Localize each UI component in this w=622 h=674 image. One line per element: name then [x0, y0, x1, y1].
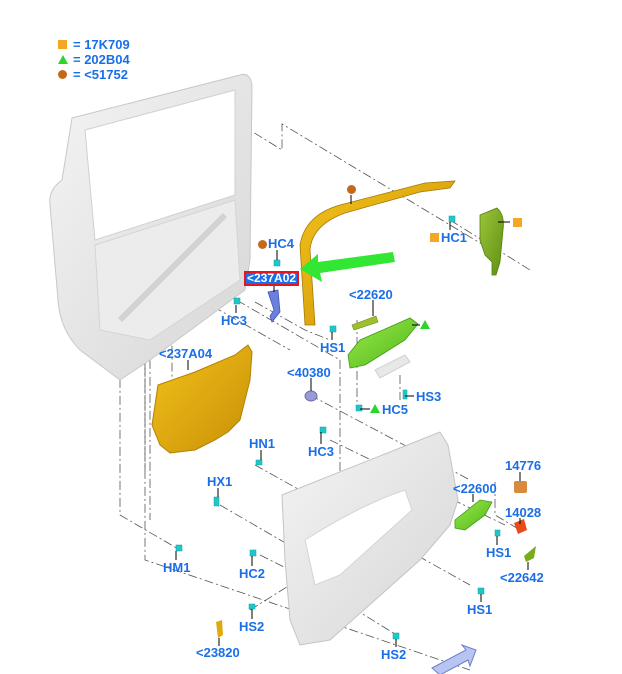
window-switch-module[interactable] [374, 354, 411, 379]
callout-hs2-left[interactable]: HS2 [239, 619, 265, 634]
fastener-hs2-bottom[interactable] [392, 632, 400, 640]
fastener-hc3-top[interactable] [233, 297, 241, 305]
leader-line [309, 394, 471, 481]
fastener-hs2-left[interactable] [248, 603, 256, 610]
triangle-marker-icon [58, 54, 68, 64]
fastener-hs1-mid[interactable] [494, 529, 501, 537]
legend-label: = 202B04 [73, 51, 130, 67]
callout-hs2-bottom[interactable]: HS2 [381, 647, 407, 662]
callout-237a04[interactable]: <237A04 [159, 346, 213, 361]
callout-hm1[interactable]: HM1 [163, 560, 191, 575]
callout-hc3-top[interactable]: HC3 [221, 313, 248, 328]
fastener-hc1[interactable] [448, 215, 456, 223]
callout-hs3[interactable]: HS3 [416, 389, 442, 404]
window-switch-bezel[interactable] [347, 317, 419, 369]
leader-line [239, 123, 501, 256]
callout-237a02-highlighted[interactable]: <237A02 [244, 271, 300, 286]
clip-14776[interactable] [514, 481, 527, 493]
callout-hs1-mid[interactable]: HS1 [486, 545, 512, 560]
callout-hx1[interactable]: HX1 [207, 474, 233, 489]
callout-hc2[interactable]: HC2 [239, 566, 266, 581]
callout-23820[interactable]: <23820 [196, 645, 240, 660]
view-direction-arrow-icon [431, 643, 477, 674]
trim-rod[interactable] [351, 315, 379, 331]
callout-stems [175, 195, 529, 647]
square-marker-icon [58, 39, 67, 49]
callout-hs1-top[interactable]: HS1 [320, 340, 346, 355]
cap-22642[interactable] [524, 546, 536, 562]
upper-window-trim[interactable] [299, 180, 456, 326]
callout-40380[interactable]: <40380 [287, 365, 331, 380]
fastener-hm1[interactable] [175, 544, 183, 552]
fastener-hc5[interactable] [355, 404, 363, 412]
clip-23820[interactable] [216, 620, 223, 638]
water-shield[interactable] [151, 344, 253, 454]
callout-14776[interactable]: 14776 [505, 458, 542, 473]
fastener-hs3[interactable] [402, 389, 408, 400]
pointer-arrow-icon [300, 252, 395, 282]
fastener-hx1[interactable] [213, 496, 220, 507]
callout-hn1[interactable]: HN1 [249, 436, 276, 451]
legend-item-17k709: = 17K709 [58, 36, 130, 52]
square-marker-icon [430, 233, 439, 242]
callout-22642[interactable]: <22642 [500, 570, 544, 585]
legend-label: = 17K709 [73, 36, 130, 52]
regulator-bracket[interactable] [267, 289, 281, 323]
callout-14028[interactable]: 14028 [505, 505, 542, 520]
legend-item-51752: = <51752 [58, 66, 128, 82]
callout-22620[interactable]: <22620 [349, 287, 393, 302]
fastener-hc4[interactable] [273, 259, 281, 267]
bumper-40380[interactable] [304, 390, 318, 402]
fastener-hc3-mid[interactable] [319, 426, 327, 434]
circle-marker-icon [258, 240, 267, 249]
callout-hc5[interactable]: HC5 [382, 402, 409, 417]
door-shell [49, 74, 253, 381]
legend-label: = <51752 [73, 66, 128, 82]
inner-handle-bezel[interactable] [454, 499, 493, 531]
legend-item-202b04: = 202B04 [58, 51, 130, 67]
callout-hc4[interactable]: HC4 [268, 236, 295, 251]
fastener-hs1-top[interactable] [329, 325, 337, 333]
fastener-hs1-bottom[interactable] [477, 587, 485, 595]
triangle-marker-icon [420, 320, 430, 329]
fastener-hn1[interactable] [255, 459, 263, 466]
b-pillar-trim[interactable] [479, 207, 504, 276]
fastener-hc2[interactable] [249, 549, 257, 557]
leader-line [254, 301, 331, 341]
square-marker-icon [513, 218, 522, 227]
fasteners [175, 215, 501, 640]
callout-22600[interactable]: <22600 [453, 481, 497, 496]
callout-hc3-mid[interactable]: HC3 [308, 444, 335, 459]
callout-hs1-bottom[interactable]: HS1 [467, 602, 493, 617]
circle-marker-icon [58, 69, 67, 79]
clip-14028[interactable] [514, 519, 527, 534]
triangle-marker-icon [370, 404, 380, 413]
callout-hc1[interactable]: HC1 [441, 230, 468, 245]
circle-marker-icon [347, 185, 356, 194]
leader-line [494, 482, 521, 531]
